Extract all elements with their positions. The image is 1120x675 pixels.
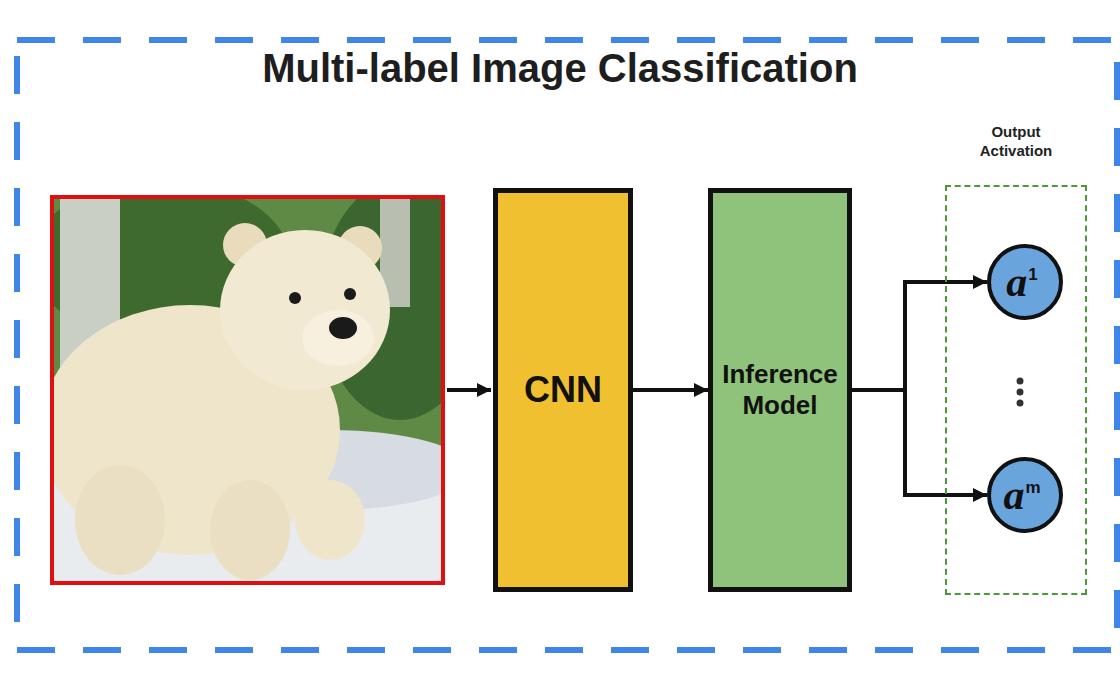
diagram-title: Multi-label Image Classification [262, 46, 858, 90]
outer-dashed-frame [17, 40, 1117, 650]
activation-index: 1 [1028, 265, 1037, 284]
polar-bear-photo [52, 197, 443, 583]
input-arrow [447, 388, 491, 392]
symbol-holder: am [1003, 471, 1040, 519]
group-heading: Output Activation [947, 123, 1085, 161]
inference-box: Inference Model [708, 188, 852, 592]
activation-circle: am [987, 457, 1063, 533]
box-label: CNN [524, 369, 602, 411]
vertical-ellipsis [1017, 378, 1024, 407]
flow-arrow [852, 390, 987, 495]
title-area: Multi-label Image Classification [0, 46, 1120, 91]
activation-index: m [1025, 478, 1040, 497]
box-label: Inference Model [721, 359, 839, 421]
output-group: Output Activationa1am [945, 185, 1087, 595]
activation-symbol: a [1003, 472, 1024, 518]
flow-arrow [852, 282, 987, 390]
activation-circle: a1 [987, 244, 1063, 320]
flow-arrow [633, 388, 708, 392]
activation-symbol: a [1006, 259, 1027, 305]
symbol-holder: a1 [1006, 258, 1037, 306]
photo-frame [52, 197, 443, 583]
cnn-box: CNN [493, 188, 633, 592]
